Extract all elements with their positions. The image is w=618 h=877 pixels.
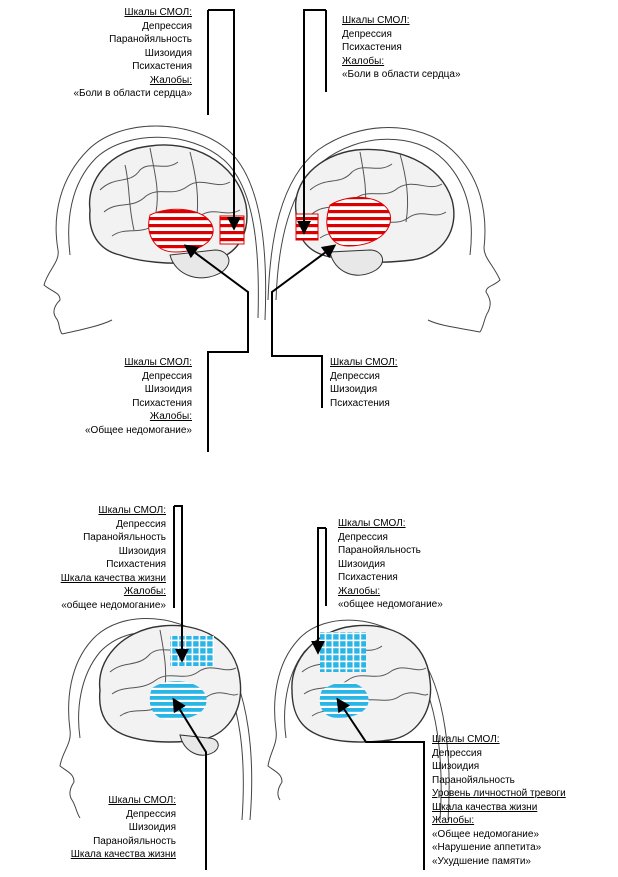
scale-item: Шизоидия bbox=[128, 822, 176, 833]
brain-top-right bbox=[294, 148, 455, 276]
blue-grid-region-right bbox=[320, 632, 366, 672]
complaint-item: «общее недомогание» bbox=[61, 599, 166, 611]
scale-heading: Шкалы СМОЛ: bbox=[338, 518, 406, 529]
scale-item: Шизоидия bbox=[330, 384, 378, 395]
brain-bottom-right bbox=[291, 624, 432, 743]
complaints-heading: Жалобы: bbox=[432, 815, 475, 826]
red-region-frontal-right bbox=[295, 213, 319, 241]
scale-item: Паранойяльность bbox=[432, 774, 515, 786]
scale-item: Паранойяльность bbox=[93, 835, 176, 847]
scale-item: Психастения bbox=[132, 397, 192, 409]
scale-item: Депрессия bbox=[338, 531, 388, 543]
scale-heading: Шкалы СМОЛ: bbox=[124, 7, 192, 18]
scale-item: Депрессия bbox=[142, 20, 192, 32]
scale-item: Психастения bbox=[330, 397, 390, 409]
label-bottom-left-lower: Шкалы СМОЛ: Депрессия Шизоидия Паранойял… bbox=[71, 794, 176, 862]
scale-item: Шизоидия bbox=[118, 545, 166, 557]
label-top-right-upper: Шкалы СМОЛ: Депрессия Психастения Жалобы… bbox=[342, 14, 461, 82]
complaints-heading: Жалобы: bbox=[123, 586, 166, 597]
scale-item: Депрессия bbox=[432, 747, 482, 759]
scale-item: Паранойяльность bbox=[109, 34, 192, 45]
blue-grid-region bbox=[170, 636, 214, 666]
scale-heading: Шкалы СМОЛ: bbox=[432, 734, 500, 745]
complaints-heading: Жалобы: bbox=[338, 585, 381, 597]
scale-heading: Шкалы СМОЛ: bbox=[330, 357, 398, 368]
anxiety-scale: Уровень личностной тревоги bbox=[432, 788, 566, 799]
scale-item: Психастения bbox=[106, 559, 166, 570]
scale-heading: Шкалы СМОЛ: bbox=[108, 795, 176, 806]
scale-item: Паранойяльность bbox=[338, 545, 421, 556]
complaints-heading: Жалобы: bbox=[342, 55, 385, 67]
complaint-item: «Боли в области сердца» bbox=[342, 69, 461, 80]
label-bottom-right-upper: Шкалы СМОЛ: Депрессия Паранойяльность Ши… bbox=[338, 517, 443, 612]
brain-top-left bbox=[88, 144, 248, 279]
scale-item: Психастения bbox=[338, 572, 398, 583]
label-top-left-upper: Шкалы СМОЛ: Депрессия Паранойяльность Ши… bbox=[73, 6, 192, 101]
scale-item: Шизоидия bbox=[338, 558, 386, 570]
scale-item: Шизоидия bbox=[144, 47, 192, 59]
label-top-right-lower: Шкалы СМОЛ: Депрессия Шизоидия Психастен… bbox=[330, 356, 398, 410]
complaint-item: «Нарушение аппетита» bbox=[432, 842, 542, 853]
complaint-item: «Ухудшение памяти» bbox=[432, 855, 531, 867]
scale-heading: Шкалы СМОЛ: bbox=[98, 505, 166, 516]
complaint-item: «Общее недомогание» bbox=[84, 424, 192, 436]
scale-item: Паранойяльность bbox=[83, 532, 166, 543]
complaint-item: «Общее недомогание» bbox=[432, 828, 540, 840]
scale-item: Депрессия bbox=[342, 28, 392, 40]
connector-lines bbox=[172, 9, 425, 870]
label-bottom-right-lower: Шкалы СМОЛ: Депрессия Шизоидия Паранойял… bbox=[432, 733, 566, 868]
scale-item: Психастения bbox=[132, 61, 192, 72]
scale-item: Психастения bbox=[342, 42, 402, 53]
quality-of-life-scale: Шкала качества жизни bbox=[432, 801, 538, 813]
scale-item: Депрессия bbox=[126, 808, 176, 820]
brain-bottom-left bbox=[98, 624, 242, 756]
complaint-item: «Боли в области сердца» bbox=[73, 88, 192, 99]
red-region-temporal-right bbox=[326, 196, 391, 247]
scale-heading: Шкалы СМОЛ: bbox=[342, 15, 410, 26]
scale-item: Депрессия bbox=[142, 370, 192, 382]
scale-heading: Шкалы СМОЛ: bbox=[124, 357, 192, 368]
red-region-temporal bbox=[148, 208, 214, 253]
scale-item: Депрессия bbox=[330, 370, 380, 382]
label-top-left-lower: Шкалы СМОЛ: Депрессия Шизоидия Психастен… bbox=[85, 356, 192, 437]
head-top-right bbox=[267, 127, 501, 333]
quality-of-life-scale: Шкала качества жизни bbox=[70, 849, 176, 860]
complaints-heading: Жалобы: bbox=[149, 411, 192, 422]
scale-item: Шизоидия bbox=[432, 761, 480, 772]
red-region-frontal bbox=[219, 215, 245, 245]
complaints-heading: Жалобы: bbox=[149, 74, 192, 86]
scale-item: Шизоидия bbox=[144, 384, 192, 395]
quality-of-life-scale: Шкала качества жизни bbox=[60, 572, 166, 584]
scale-item: Депрессия bbox=[116, 518, 166, 530]
label-bottom-left-upper: Шкалы СМОЛ: Депрессия Паранойяльность Ши… bbox=[61, 504, 166, 612]
complaint-item: «общее недомогание» bbox=[338, 599, 443, 610]
